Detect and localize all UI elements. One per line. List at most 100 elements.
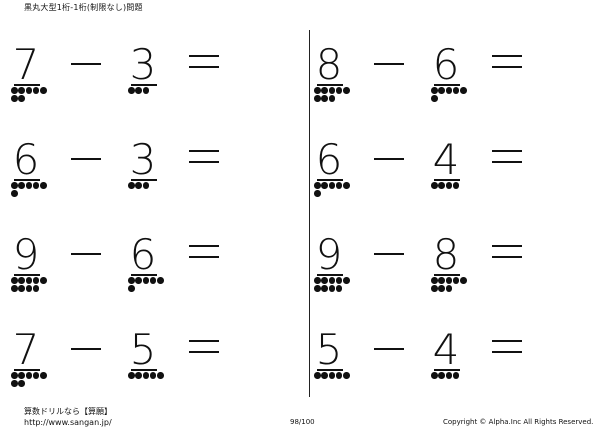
- minuend-baseline: [14, 274, 40, 276]
- counter-dot: [128, 372, 135, 379]
- dot-row: [431, 182, 471, 190]
- equals-bar: [492, 351, 522, 353]
- dot-row: [431, 87, 471, 95]
- minuend-box: 8: [314, 42, 354, 112]
- counter-dot: [335, 182, 343, 189]
- page-number: 98/100: [290, 418, 315, 426]
- subtrahend-box: 4: [431, 327, 471, 397]
- counter-dot: [32, 277, 40, 284]
- counter-dot: [314, 190, 321, 197]
- dot-row: [431, 95, 471, 103]
- counter-dot: [128, 285, 135, 292]
- counter-dot: [328, 285, 336, 292]
- dot-row: [11, 285, 51, 293]
- minus-sign: [71, 253, 101, 255]
- counter-dot: [40, 182, 47, 189]
- minuend-dot-counter: [11, 277, 51, 293]
- subtrahend-digit: 6: [129, 230, 157, 279]
- dot-row: [314, 285, 354, 293]
- counter-dot: [431, 285, 438, 292]
- counter-dot: [18, 182, 25, 189]
- minus-sign: [71, 158, 101, 160]
- minuend-baseline: [317, 369, 343, 371]
- dot-row: [128, 277, 168, 285]
- column-divider: [309, 30, 310, 397]
- minuend-baseline: [317, 84, 343, 86]
- subtrahend-digit: 8: [432, 230, 460, 279]
- counter-dot: [438, 182, 445, 189]
- dot-row: [314, 277, 354, 285]
- minuend-baseline: [14, 179, 40, 181]
- equals-bar: [189, 150, 219, 152]
- dot-row: [314, 182, 354, 190]
- equals-bar: [189, 55, 219, 57]
- dot-row: [314, 87, 354, 95]
- counter-dot: [25, 277, 33, 284]
- counter-dot: [314, 372, 321, 379]
- equals-sign: [492, 55, 522, 69]
- counter-dot: [328, 277, 336, 284]
- counter-dot: [11, 380, 18, 387]
- counter-dot: [11, 372, 18, 379]
- equals-sign: [492, 245, 522, 259]
- dot-row: [431, 285, 471, 293]
- counter-dot: [32, 87, 40, 94]
- minuend-baseline: [317, 274, 343, 276]
- counter-dot: [25, 285, 33, 292]
- equals-bar: [492, 66, 522, 68]
- footer-url-link[interactable]: http://www.sangan.jp/: [24, 418, 112, 427]
- counter-dot: [32, 285, 40, 292]
- dot-row: [11, 277, 51, 285]
- minuend-digit: 9: [12, 230, 40, 279]
- minuend-digit: 6: [12, 135, 40, 184]
- counter-dot: [11, 285, 18, 292]
- counter-dot: [335, 87, 343, 94]
- minuend-dot-counter: [11, 182, 51, 198]
- equals-bar: [189, 161, 219, 163]
- counter-dot: [149, 372, 157, 379]
- equals-bar: [492, 340, 522, 342]
- minuend-dot-counter: [314, 182, 354, 198]
- counter-dot: [460, 277, 467, 284]
- counter-dot: [32, 372, 40, 379]
- subtrahend-digit: 4: [432, 325, 460, 374]
- dot-row: [314, 95, 354, 103]
- equals-sign: [189, 55, 219, 69]
- counter-dot: [335, 285, 343, 292]
- counter-dot: [25, 87, 33, 94]
- counter-dot: [11, 277, 18, 284]
- minuend-dot-counter: [11, 87, 51, 103]
- subtrahend-baseline: [434, 179, 460, 181]
- subtrahend-dot-counter: [128, 277, 168, 293]
- counter-dot: [18, 285, 25, 292]
- counter-dot: [314, 285, 321, 292]
- counter-dot: [431, 95, 438, 102]
- counter-dot: [314, 277, 321, 284]
- counter-dot: [157, 277, 164, 284]
- subtrahend-dot-counter: [128, 87, 168, 95]
- minuend-box: 9: [11, 232, 51, 302]
- subtrahend-digit: 3: [129, 135, 157, 184]
- counter-dot: [321, 372, 328, 379]
- equals-bar: [189, 256, 219, 258]
- subtrahend-digit: 3: [129, 40, 157, 89]
- counter-dot: [328, 372, 336, 379]
- equals-bar: [189, 66, 219, 68]
- equals-sign: [189, 245, 219, 259]
- dot-row: [11, 95, 51, 103]
- minuend-dot-counter: [11, 372, 51, 388]
- subtrahend-baseline: [131, 274, 157, 276]
- counter-dot: [460, 87, 467, 94]
- counter-dot: [343, 372, 350, 379]
- subtrahend-baseline: [131, 84, 157, 86]
- counter-dot: [142, 87, 150, 94]
- counter-dot: [25, 372, 33, 379]
- subtrahend-baseline: [434, 369, 460, 371]
- dot-row: [128, 372, 168, 380]
- equals-bar: [492, 245, 522, 247]
- counter-dot: [40, 372, 47, 379]
- counter-dot: [438, 277, 445, 284]
